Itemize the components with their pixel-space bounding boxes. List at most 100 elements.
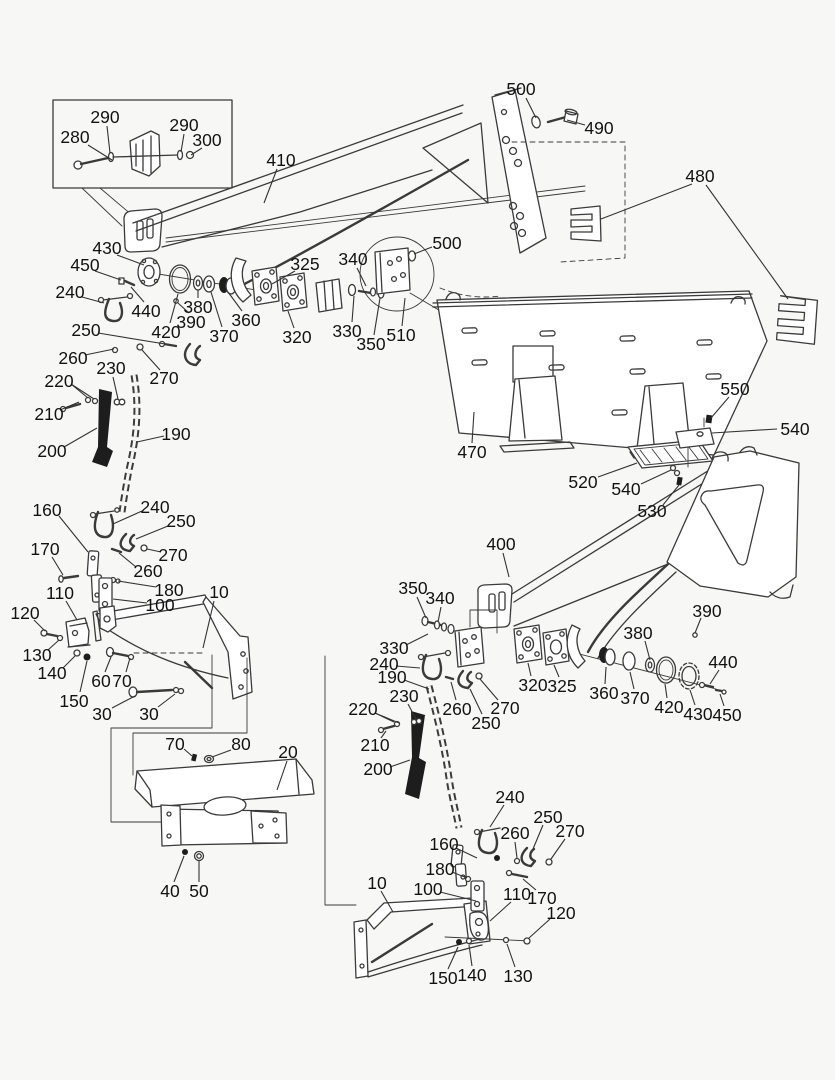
- callout-leader-140-96: [468, 944, 473, 967]
- callout-label-230-26: 230: [96, 358, 125, 378]
- callout-label-100-46: 100: [145, 595, 174, 615]
- callout-leader-360-76: [604, 666, 607, 685]
- callout-label-390-16: 390: [176, 312, 205, 332]
- frame-triangle-brace: [422, 122, 489, 204]
- callout-label-250-85: 250: [533, 807, 562, 827]
- washer-330r: [447, 623, 455, 635]
- link-100-clevis: [99, 605, 117, 633]
- oring-420r: [655, 656, 677, 684]
- callout-leader-330-64: [405, 633, 429, 646]
- callout-label-70-57: 70: [165, 734, 185, 754]
- callout-leader-260-71: [450, 681, 457, 701]
- bolt-axis: [112, 154, 179, 158]
- mast-plate: [491, 89, 547, 254]
- callout-leader-350-22: [373, 297, 381, 336]
- callout-label-360-19: 360: [231, 310, 260, 330]
- callout-label-320-20: 320: [282, 327, 311, 347]
- callout-label-110-92: 110: [503, 884, 531, 904]
- callout-leader-230-26: [112, 376, 119, 400]
- frame-diag-member: [370, 922, 434, 964]
- callout-leader-300-3: [190, 147, 203, 156]
- washer-270r: [475, 672, 483, 680]
- callout-leader-240-65: [395, 665, 421, 669]
- gear-ring-430r: [678, 662, 700, 690]
- connector-a: [110, 654, 213, 823]
- washer-380r: [644, 657, 656, 673]
- callout-leader-150-52: [79, 660, 88, 693]
- callout-leader-60-53: [104, 656, 112, 673]
- callout-label-70-54: 70: [112, 671, 132, 691]
- callout-leader-440-80: [709, 669, 720, 685]
- callout-label-420-78: 420: [654, 697, 683, 717]
- washer-370r: [622, 651, 636, 671]
- callout-leader-410-4: [263, 168, 278, 204]
- callout-leader-270-87: [550, 838, 566, 860]
- bolt-450r: [714, 688, 724, 693]
- callout-leader-10-48: [202, 600, 215, 649]
- callout-label-370-77: 370: [620, 688, 649, 708]
- callout-label-540-34: 540: [780, 419, 809, 439]
- callout-leader-320-20: [287, 310, 295, 329]
- callout-label-450-12: 450: [70, 255, 99, 275]
- bracket-540: [675, 427, 715, 449]
- callout-label-470-32: 470: [457, 442, 486, 462]
- callout-leader-240-40: [112, 510, 143, 525]
- callout-label-330-21: 330: [332, 321, 361, 341]
- callout-leader-140-51: [62, 655, 76, 669]
- callout-leader-100-46: [112, 598, 148, 604]
- callout-leader-250-72: [469, 688, 483, 715]
- oring-420: [168, 264, 192, 294]
- callout-leader-260-43: [118, 552, 137, 568]
- washer-540-right: [696, 431, 704, 437]
- arm-curve: [586, 562, 670, 654]
- callout-label-270-42: 270: [158, 545, 187, 565]
- callout-label-210-69: 210: [360, 735, 389, 755]
- callout-leader-550-33: [710, 396, 730, 419]
- callout-leader-130-50: [47, 639, 60, 651]
- callout-label-240-84: 240: [495, 787, 524, 807]
- callout-leader-380-83: [644, 640, 651, 661]
- bolt-210: [64, 402, 82, 410]
- callout-leader-220-68: [374, 712, 400, 724]
- callout-label-160-39: 160: [32, 500, 61, 520]
- callout-leader-180-45: [117, 580, 157, 588]
- callout-label-530-37: 530: [637, 501, 666, 521]
- frame-right-plate: [202, 596, 253, 700]
- callout-label-220-68: 220: [348, 699, 377, 719]
- callout-label-170-44: 170: [30, 539, 59, 559]
- callout-label-230-67: 230: [389, 686, 418, 706]
- callout-label-490-6: 490: [584, 118, 613, 138]
- mast-top-edge: [494, 87, 522, 96]
- callout-leader-340-63: [437, 606, 442, 623]
- callout-leader-110-92: [489, 901, 512, 922]
- connector-c: [324, 655, 357, 906]
- callout-label-200-30: 200: [37, 441, 66, 461]
- callout-label-340-10: 340: [338, 249, 367, 269]
- callout-label-540-36: 540: [611, 479, 640, 499]
- callout-label-50-61: 50: [189, 881, 209, 901]
- callout-label-290-1: 290: [90, 107, 119, 127]
- callout-leader-290-2: [180, 133, 185, 153]
- bolt-350r-head: [421, 615, 429, 627]
- callout-leader-210-69: [380, 730, 387, 739]
- hardware-axis: [444, 936, 531, 942]
- washer-270: [136, 343, 144, 351]
- link-160: [86, 550, 100, 577]
- bolt-260r: [444, 675, 455, 681]
- callout-leader-530-37: [662, 484, 680, 506]
- callout-leader-250-41: [135, 525, 169, 540]
- main-plate-470: [432, 290, 819, 486]
- callout-leader-490-6: [566, 119, 586, 126]
- callout-leader-130-97: [506, 943, 516, 968]
- callout-label-350-62: 350: [398, 578, 427, 598]
- left-push-frame: [40, 507, 253, 700]
- callout-leader-240-84: [489, 804, 505, 828]
- washer-140r: [465, 937, 473, 945]
- bolt-260-2: [110, 547, 123, 554]
- frame-diag-member: [183, 660, 214, 690]
- callout-leader-70-57: [183, 748, 193, 757]
- callout-label-500-5: 500: [506, 79, 535, 99]
